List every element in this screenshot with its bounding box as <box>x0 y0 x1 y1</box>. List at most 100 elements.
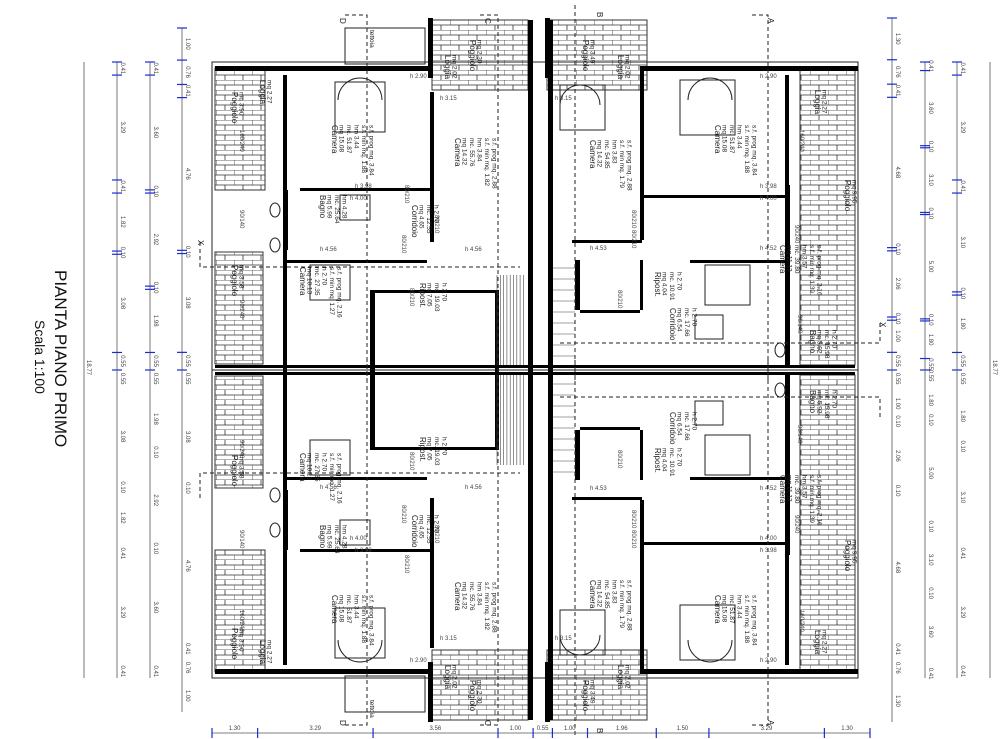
room-label-camera: Cameramq 11.13mc. 39.80hm 3.57s.f. min m… <box>778 245 823 296</box>
opening-size-label: 80/210 <box>616 290 622 309</box>
room-name: Corridoio <box>410 515 419 548</box>
room-label-poggiolo: Poggiolomq 3.90 <box>230 92 245 124</box>
ceiling-height-label: h 4.00 <box>350 536 367 542</box>
room-name: Loggia <box>813 630 822 655</box>
room-name: Loggia <box>813 90 822 115</box>
ceiling-height-label: h 3.15 <box>440 96 457 102</box>
dimension-value: 0.41 <box>119 63 125 75</box>
dimension-value: 4.68 <box>894 166 900 178</box>
dimension-value: 1.80 <box>959 318 965 330</box>
room-name: Camera <box>330 595 339 624</box>
room-metric: s.f. prog mq. 2.16 <box>816 245 823 296</box>
room-metric: s.f. min mq. 1.82 <box>483 138 490 186</box>
room-label-bagno: Bagnomq 5.99mc. 25.64hm 4.28 <box>318 195 348 224</box>
wall <box>283 75 287 190</box>
room-label-poggiolo-lower: Poggiolomq 9.95 <box>843 540 858 572</box>
room-label-poggiolo: Poggiolomq 2.30 <box>468 40 483 72</box>
room-metric: mc. 17.66 <box>683 308 690 337</box>
plan-upper-half <box>199 5 881 380</box>
opening-size-label: 80/210 <box>616 450 622 469</box>
ceiling-height-label: h 4.53 <box>590 246 607 252</box>
ceiling-height-label: h 3.98 <box>355 548 372 554</box>
dimension-value: 3.29 <box>959 606 965 618</box>
wall <box>785 185 790 365</box>
dimension-value: 3.10 <box>959 236 965 248</box>
dimension-value: 3.08 <box>119 431 125 443</box>
opening-size-label: 80/210 <box>400 505 406 524</box>
wall <box>640 542 785 545</box>
ceiling-height-label: h 2.90 <box>410 658 427 664</box>
room-metric: mc. 51.87 <box>345 125 352 154</box>
wall <box>528 20 533 370</box>
dimension-value: 2.06 <box>894 450 900 462</box>
section-marker-c: C <box>483 720 492 726</box>
room-metric: s.f. min mq. 1.88 <box>743 125 750 173</box>
room-label-camera-lower: Cameramq 14.32mc. 54.85hm 3.83s.f. min m… <box>588 580 633 631</box>
wall <box>370 447 495 450</box>
room-metric: mc. 55.76 <box>468 138 475 167</box>
section-marker-b: B <box>595 728 604 733</box>
room-label-loggia: Loggiamq 2.27 <box>813 90 828 115</box>
wall <box>575 430 580 480</box>
dimension-value: 0.10 <box>927 314 933 326</box>
room-label-loggia: Loggiamq 2.27 <box>258 80 273 105</box>
door-swing <box>687 77 733 101</box>
wall <box>640 260 643 310</box>
room-metric: mq 7.05 <box>426 437 433 461</box>
room-name: Camera <box>298 453 307 482</box>
room-metric: s.f. min mq. 1.39 <box>808 475 815 523</box>
sanitary-fixture <box>774 382 786 398</box>
room-metric: h 2.70 <box>831 330 838 348</box>
ceiling-height-label: h 2.90 <box>760 658 777 664</box>
room-metric: mc. 25.64 <box>333 195 340 224</box>
dimension-value: 0.76 <box>894 66 900 78</box>
dimension-value: 1.00 <box>184 38 190 50</box>
room-name: Camera <box>713 125 722 154</box>
opening-size-label: 80/210 <box>403 185 409 204</box>
opening-size-label: 80/210 <box>630 530 636 549</box>
wall <box>572 497 642 500</box>
balcony-hatch <box>431 19 529 91</box>
balcony-hatch <box>546 649 648 721</box>
section-marker-c: C <box>483 18 492 24</box>
dimension-value: 0.55 <box>184 355 190 367</box>
dimension-value: 0.76 <box>184 66 190 78</box>
room-metric: mq 10.13 <box>306 267 313 294</box>
room-name: Camera <box>778 245 787 274</box>
dimension-value: 0.10 <box>184 246 190 258</box>
wall <box>640 70 644 240</box>
room-name: Loggia <box>616 665 625 690</box>
dimension-value: 3.08 <box>119 297 125 309</box>
room-name: Poggiolo <box>581 40 590 72</box>
room-name: Bagno <box>808 330 817 354</box>
room-metric: mc. 54.85 <box>603 140 610 169</box>
opening-size-label: 80/210 <box>408 452 414 471</box>
opening-size-label: 80/210 <box>630 510 636 529</box>
dimension-value: 0.10 <box>894 485 900 497</box>
dimension-lines: 0.413.290.411.820.103.080.550.553.080.10… <box>83 17 997 738</box>
dimension-value: 3.60 <box>927 626 933 638</box>
shower <box>694 314 724 340</box>
building-outline <box>211 369 859 679</box>
dimension-value: 3.10 <box>927 554 933 566</box>
opening-size-label: 90/240 <box>238 440 244 459</box>
room-name: Poggiolo <box>468 680 477 712</box>
wall <box>580 427 640 430</box>
room-name: Corridoio <box>410 205 419 238</box>
dimension-value: 0.55 <box>537 726 549 732</box>
room-metric: h 2.70 <box>691 412 698 430</box>
dimension-value: 3.29 <box>959 122 965 134</box>
room-metric: mc. 15.98 <box>823 330 830 359</box>
opening-size-label: 90/240 <box>793 515 799 534</box>
room-label-ripost-lower: Ripost.mq 4.04mc. 10.91h 2.70 <box>653 448 683 477</box>
room-label-poggiolo-lower: Poggiolomq 2.30 <box>468 680 483 712</box>
dimension-value: 0.41 <box>959 547 965 559</box>
room-label-camera-lower: Cameramq 11.13mc. 39.80hm 3.57s.f. min m… <box>778 475 823 526</box>
room-metric: mq 3.49 <box>589 680 596 704</box>
room-metric: s.f. min mq. 1.79 <box>618 580 625 628</box>
section-line-x <box>560 396 881 420</box>
room-metric: mq 3.90 <box>238 92 245 116</box>
dimension-value: 0.10 <box>959 287 965 299</box>
canopy-outline <box>344 675 426 713</box>
room-metric: mq 4.65 <box>418 205 425 229</box>
